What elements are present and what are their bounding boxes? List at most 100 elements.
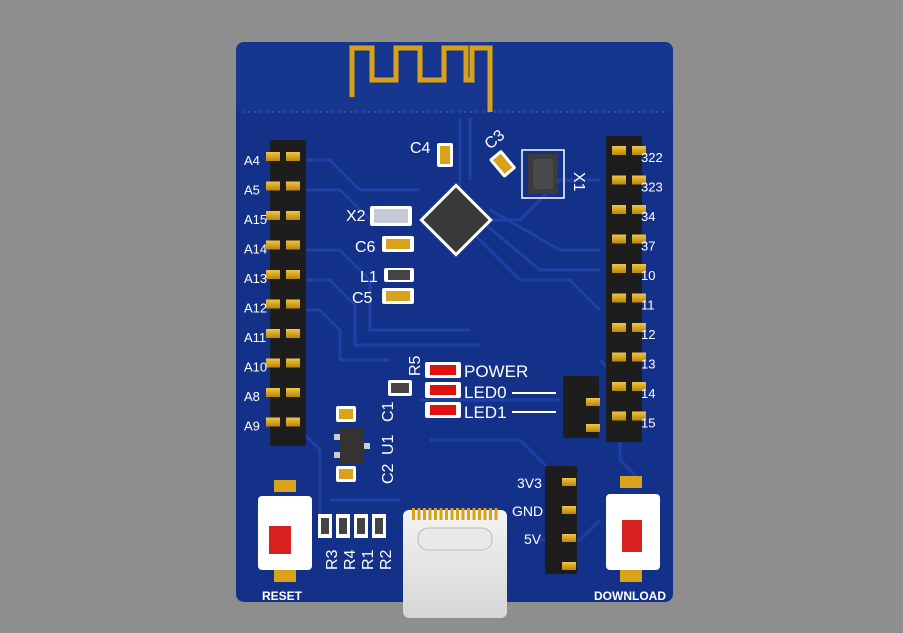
right-pin-inner-7: [632, 352, 646, 362]
usb-contact: [489, 508, 492, 520]
right-pin-3: [612, 234, 626, 244]
left-pin-inner-2: [286, 211, 300, 220]
left-pin-label: A5: [244, 183, 260, 198]
c6-body: [386, 239, 410, 249]
right-pin-inner-5: [632, 293, 646, 303]
power-led: [425, 362, 461, 378]
usb-contact: [417, 508, 421, 520]
r4-label: R4: [342, 549, 359, 570]
c5-label: C5: [352, 290, 373, 307]
usb-c-connector: [403, 508, 507, 618]
left-pin-label: A11: [244, 330, 266, 345]
header-gnd-label: GND: [512, 503, 543, 519]
u1-label: U1: [380, 434, 397, 455]
usb-contact: [472, 508, 476, 520]
x1-crystal: [521, 149, 565, 199]
left-pin-inner-0: [286, 152, 300, 161]
right-pin-label: 323: [641, 180, 663, 195]
left-pin-1: [266, 181, 280, 191]
right-pin-inner-0: [632, 146, 646, 155]
download-button[interactable]: [606, 476, 660, 582]
left-pin-label: A8: [244, 389, 260, 404]
power-led-label: POWER: [464, 362, 528, 381]
left-pin-inner-5: [286, 299, 300, 309]
left-pin-label: A12: [244, 301, 267, 316]
right-pin-inner-4: [632, 264, 646, 273]
header-5v-label: 5V: [524, 531, 542, 547]
led1: [425, 402, 461, 418]
left-pin-9: [266, 417, 280, 427]
right-pin-inner-2: [632, 205, 646, 214]
right-pin-0: [612, 146, 626, 155]
left-pin-inner-7: [286, 358, 300, 368]
c5-body: [386, 291, 410, 301]
l1-label: L1: [360, 269, 378, 286]
usb-contact: [461, 508, 465, 520]
r2-label: R2: [378, 549, 395, 570]
right-pin-label: 322: [641, 150, 663, 165]
right-pin-label: 12: [641, 327, 655, 342]
left-pin-7: [266, 358, 280, 368]
c4-label: C4: [410, 140, 431, 157]
right-pin-7: [612, 352, 626, 362]
download-button-cap[interactable]: [622, 520, 642, 552]
l1-body: [388, 270, 410, 280]
left-pin-label: A15: [244, 212, 267, 227]
led-jumper-header: [563, 376, 600, 438]
usb-contact: [423, 508, 426, 520]
usb-contact: [428, 508, 432, 520]
reset-button-cap[interactable]: [269, 526, 291, 554]
left-pin-inner-4: [286, 270, 300, 279]
left-pin-6: [266, 329, 280, 338]
download-label: DOWNLOAD: [594, 589, 666, 603]
usb-contact: [483, 508, 487, 520]
reset-button[interactable]: [258, 480, 312, 582]
usb-contact: [467, 508, 470, 520]
right-pin-9: [612, 411, 626, 421]
c2-label: C2: [380, 463, 397, 484]
left-pin-3: [266, 240, 280, 250]
c3-capacitor: [489, 150, 516, 178]
right-pin-inner-3: [632, 234, 646, 244]
r1-label: R1: [360, 549, 377, 570]
usb-contact: [445, 508, 448, 520]
left-pin-4: [266, 270, 280, 279]
right-pin-2: [612, 205, 626, 214]
antenna-trace: [349, 45, 493, 112]
usb-contact: [434, 508, 437, 520]
left-pin-inner-8: [286, 388, 300, 397]
right-pin-inner-1: [632, 175, 646, 185]
left-pin-inner-1: [286, 181, 300, 191]
c1-label: C1: [380, 401, 397, 422]
usb-contact: [412, 508, 415, 520]
left-pin-inner-3: [286, 240, 300, 250]
right-pin-label: 11: [641, 298, 655, 313]
c4-body: [440, 146, 450, 164]
left-pin-label: A10: [244, 360, 267, 375]
left-pin-label: A9: [244, 419, 260, 434]
usb-contact: [494, 508, 498, 520]
x1-label: X1: [570, 172, 587, 192]
right-pin-inner-9: [632, 411, 646, 421]
reset-label: RESET: [262, 589, 303, 603]
right-pin-inner-8: [632, 382, 646, 391]
left-pin-5: [266, 299, 280, 309]
c6-label: C6: [355, 239, 376, 256]
left-pin-0: [266, 152, 280, 161]
right-pin-label: 13: [641, 357, 655, 372]
resistor-array: [318, 514, 386, 538]
left-pin-8: [266, 388, 280, 397]
right-pin-inner-6: [632, 323, 646, 332]
led0: [425, 382, 461, 398]
power-pin-header: [545, 466, 577, 574]
led1-label: LED1: [464, 403, 507, 422]
left-pin-inner-9: [286, 417, 300, 427]
right-pin-8: [612, 382, 626, 391]
right-pin-label: 14: [641, 386, 655, 401]
mcu-chip: [419, 183, 493, 257]
usb-contact: [439, 508, 443, 520]
left-pin-label: A14: [244, 242, 267, 257]
